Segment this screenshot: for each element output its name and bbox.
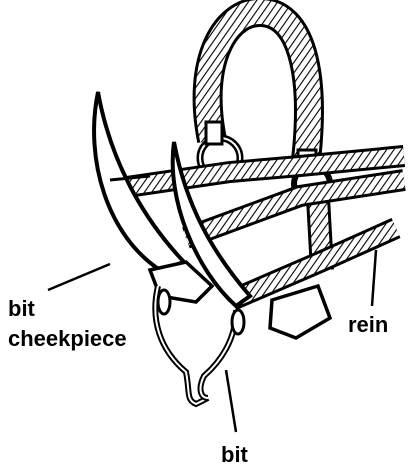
- leader-line-rein: [372, 250, 376, 306]
- label-bit: bit: [221, 444, 248, 466]
- leader-line-bit: [226, 370, 236, 432]
- label-bit-cheekpiece-line1: bit: [8, 298, 35, 320]
- leader-line-cheekpiece: [48, 264, 110, 290]
- label-bit-cheekpiece-line2: cheekpiece: [8, 328, 127, 350]
- label-rein: rein: [348, 314, 388, 336]
